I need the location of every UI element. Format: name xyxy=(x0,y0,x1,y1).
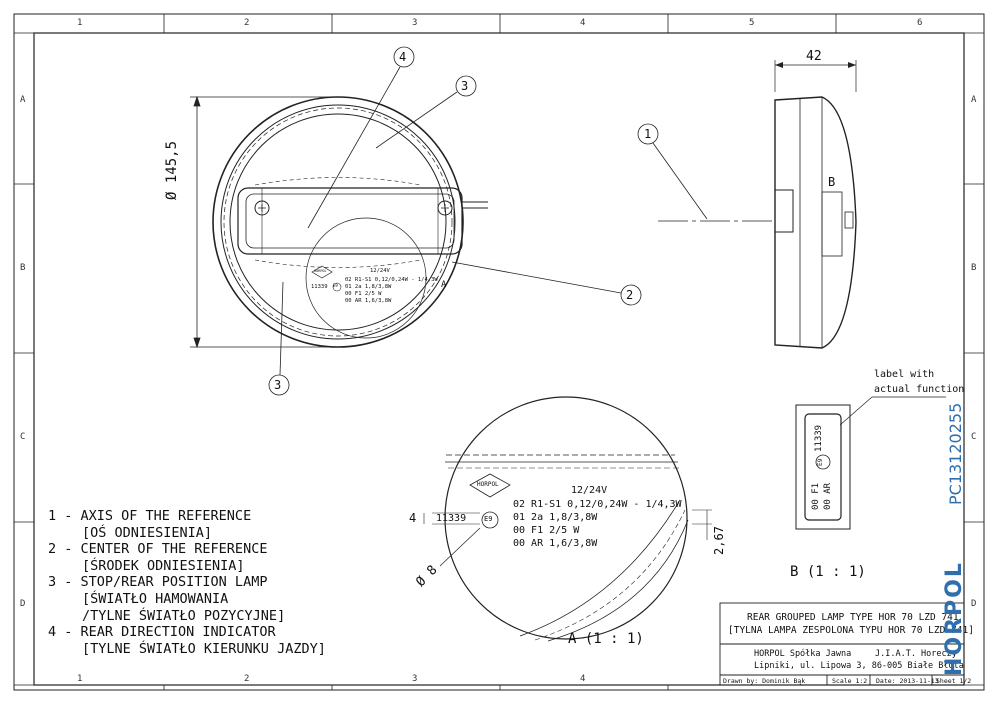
lamp-label-brand: HORPOL xyxy=(314,269,327,273)
company-owner: J.I.A.T. Horeczy xyxy=(875,649,957,659)
detail-label-line: 00 AR 1,6/3,8W xyxy=(513,538,598,549)
grid-col-label: 3 xyxy=(412,18,418,28)
lamp-label-voltage: 12/24V xyxy=(370,268,390,274)
detail-label-line: 00 F1 2/5 W xyxy=(513,525,580,536)
grid-col-label: 5 xyxy=(749,18,755,28)
title-block-frame xyxy=(719,602,965,686)
detail-b-func: 00 F1 xyxy=(811,482,821,510)
detail-b-note: actual function xyxy=(874,384,965,395)
dim-4-label: 4 xyxy=(409,511,417,525)
grid-row-label: B xyxy=(971,263,977,273)
detail-label-line: 02 R1-S1 0,12/0,24W - 1/4,3W xyxy=(513,499,682,510)
grid-row-label: C xyxy=(20,432,26,442)
detail-a-title: A (1 : 1) xyxy=(568,631,644,647)
side-callout-leader xyxy=(637,123,775,222)
detail-a-circle xyxy=(423,396,712,642)
drawn-by: Drawn by: Dominik Bąk xyxy=(723,677,806,685)
side-view-lamp xyxy=(774,60,857,349)
legend-item: [ŚRODEK ODNIESIENIA] xyxy=(82,558,245,574)
e-mark-icon: E9 xyxy=(484,515,493,523)
detail-b-func: 00 AR xyxy=(823,482,833,510)
grid-col-label: 1 xyxy=(77,674,83,684)
detail-label-approval: 11339 xyxy=(436,513,467,524)
lamp-label-line: 01 2a 1,8/3,8W xyxy=(345,284,392,290)
grid-row-label: A xyxy=(20,95,26,105)
detail-b-note: label with xyxy=(874,369,935,380)
legend-item: [ŚWIATŁO HAMOWANIA xyxy=(82,591,229,607)
legend-item: [TYLNE ŚWIATŁO KIERUNKU JAZDY] xyxy=(82,641,326,657)
detail-label-brand: HORPOL xyxy=(477,481,499,488)
lamp-label-line: 00 AR 1,6/3,8W xyxy=(345,298,392,304)
diameter-dimension-label: Ø 145,5 xyxy=(164,140,180,200)
detail-label-line: 01 2a 1,8/3,8W xyxy=(513,512,598,523)
dim-267-label: 2,67 xyxy=(712,526,726,555)
drawing-title-en: REAR GROUPED LAMP TYPE HOR 70 LZD 741 xyxy=(747,612,959,623)
drawing-scale: Scale 1:2 xyxy=(832,677,868,685)
detail-label-voltage: 12/24V xyxy=(571,485,608,496)
legend-item: 1 - AXIS OF THE REFERENCE xyxy=(48,508,252,524)
drawing-date: Date: 2013-11-13 xyxy=(876,677,939,685)
view-b-marker: B xyxy=(828,175,836,189)
callout-2-label: 2 xyxy=(626,288,634,302)
grid-row-label: D xyxy=(971,599,977,609)
legend-item: 2 - CENTER OF THE REFERENCE xyxy=(48,541,268,557)
detail-b-approval: 11339 xyxy=(814,424,824,452)
legend-item: 3 - STOP/REAR POSITION LAMP xyxy=(48,574,268,590)
diameter-dimension xyxy=(190,95,338,349)
grid-col-label: 4 xyxy=(580,674,586,684)
grid-col-label: 6 xyxy=(917,18,923,28)
grid-col-label: 2 xyxy=(244,674,250,684)
legend-item: 4 - REAR DIRECTION INDICATOR xyxy=(48,624,276,640)
outer-frame xyxy=(13,13,985,691)
grid-row-label: B xyxy=(20,263,26,273)
company-address: Lipniki, ul. Lipowa 3, 86-005 Białe Błot… xyxy=(754,661,964,671)
e-mark-icon: E9 xyxy=(817,458,824,466)
front-callout-leaders xyxy=(268,46,642,396)
detail-b-label xyxy=(795,396,946,530)
detail-b-title: B (1 : 1) xyxy=(790,564,866,580)
grid-col-label: 4 xyxy=(580,18,586,28)
legend-item: /TYLNE ŚWIATŁO POZYCYJNE] xyxy=(82,608,286,624)
grid-row-label: C xyxy=(971,432,977,442)
e-mark-icon: E9 xyxy=(333,283,338,288)
lamp-label-line: 02 R1-S1 0,12/0,24W - 1/4,3W xyxy=(345,277,438,283)
callout-4-label: 4 xyxy=(399,50,407,64)
lamp-label-line: 00 F1 2/5 W xyxy=(345,291,382,297)
legend-item: [OŚ ODNIESIENIA] xyxy=(82,525,213,541)
grid-row-label: D xyxy=(20,599,26,609)
company-name: HORPOL Spółka Jawna xyxy=(754,649,852,659)
detail-a-marker: A xyxy=(441,280,447,290)
callout-3-label: 3 xyxy=(461,79,469,93)
front-view-lamp xyxy=(212,96,488,348)
part-code: PC13120255 xyxy=(946,402,965,505)
grid-col-label: 3 xyxy=(412,674,418,684)
lamp-label-approval: 11339 xyxy=(311,284,328,290)
drawing-title-pl: [TYLNA LAMPA ZESPOLONA TYPU HOR 70 LZD 7… xyxy=(728,625,974,636)
grid-row-label: A xyxy=(971,95,977,105)
grid-col-label: 2 xyxy=(244,18,250,28)
callout-1-label: 1 xyxy=(644,127,652,141)
brand-logo: HORPOL xyxy=(942,561,967,676)
sheet-number: Sheet 1/2 xyxy=(936,677,972,685)
grid-col-label: 1 xyxy=(77,18,83,28)
width-dimension-label: 42 xyxy=(806,49,822,64)
callout-3-label: 3 xyxy=(274,378,282,392)
